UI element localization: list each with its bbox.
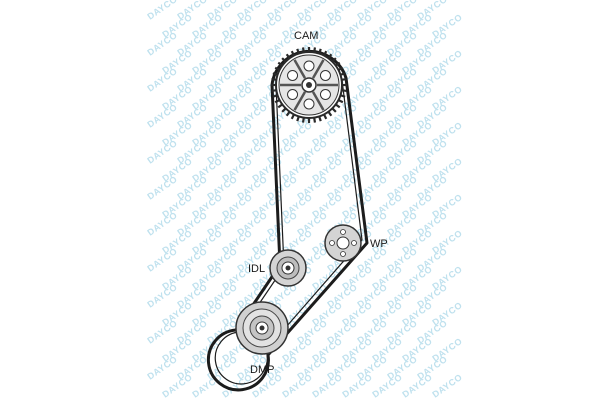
- label-wp: WP: [370, 238, 388, 250]
- label-cam: CAM: [294, 30, 318, 42]
- label-idl: IDL: [248, 263, 265, 275]
- cam-spoke-hole: [319, 89, 331, 100]
- cam-spoke-hole: [319, 70, 331, 81]
- cam-spoke: [293, 59, 307, 79]
- label-dmp: DMP: [250, 364, 274, 376]
- cam-spoke: [293, 91, 307, 111]
- cam-spoke-hole: [303, 98, 315, 110]
- cam-spoke-hole: [303, 60, 315, 72]
- idler-pulley: [269, 249, 307, 287]
- watermark-text: DAYCO: [430, 372, 464, 400]
- cam-spoke: [311, 91, 325, 111]
- watermark-text: DAYCO: [145, 0, 179, 22]
- cam-sprocket-spokes: [280, 59, 338, 111]
- cam-spoke-hole: [287, 89, 299, 100]
- cam-spoke-hole: [287, 70, 299, 81]
- water-pump-pulley: [324, 224, 362, 262]
- damper-pulley: [235, 301, 289, 355]
- cam-spoke: [311, 59, 325, 79]
- cam-sprocket: [271, 47, 347, 123]
